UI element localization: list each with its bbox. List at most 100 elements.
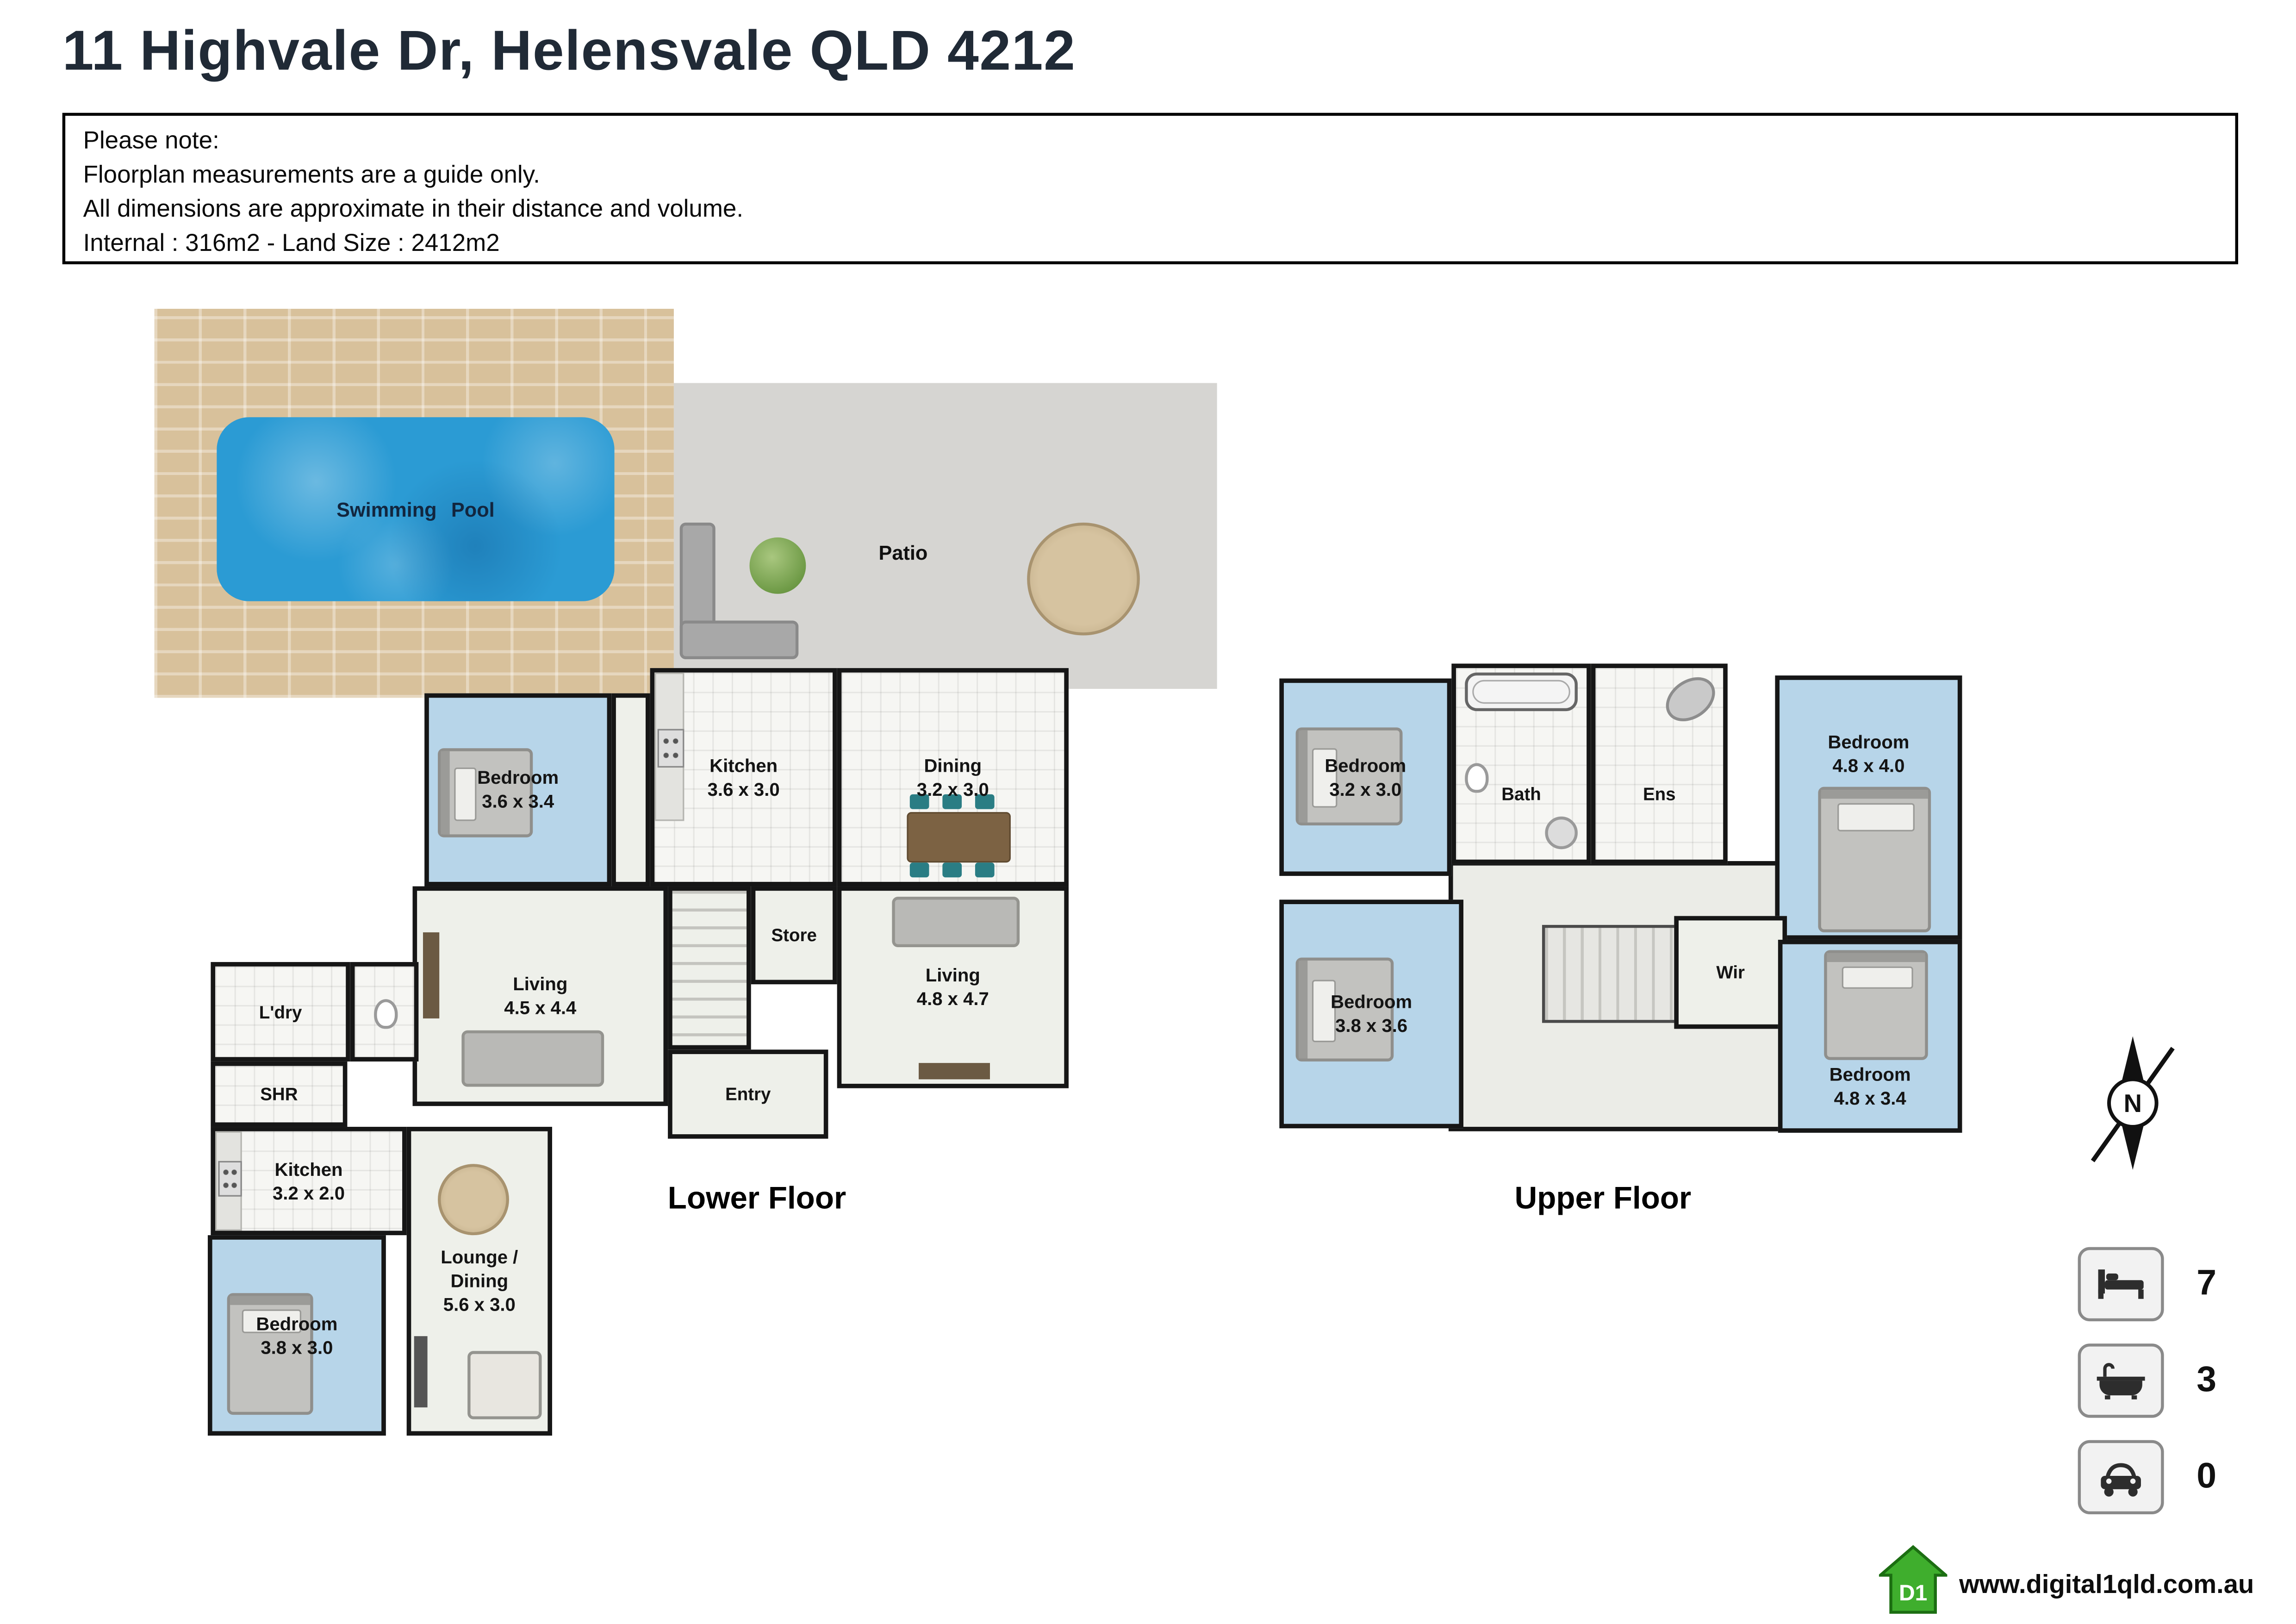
website-url: www.digital1qld.com.au (1959, 1569, 2254, 1599)
upper-bedroom-4: Bedroom 4.8 x 3.4 (1778, 939, 1962, 1133)
dining-table-icon (907, 812, 1011, 863)
bed-icon (1295, 727, 1403, 826)
room-dims: 4.5 x 4.4 (504, 998, 577, 1018)
stove-icon (657, 729, 684, 768)
room-name: Dining (450, 1271, 509, 1292)
chair-icon (942, 862, 962, 878)
bed-icon (1295, 957, 1394, 1062)
room-dims: 3.6 x 3.0 (707, 779, 780, 800)
upper-bedroom-3: Bedroom 3.8 x 3.6 (1279, 899, 1464, 1129)
note-line-2: Floorplan measurements are a guide only. (83, 162, 540, 189)
note-line-3: All dimensions are approximate in their … (83, 196, 744, 223)
upper-bath: Bath (1451, 663, 1591, 864)
cars-summary (2078, 1440, 2164, 1515)
lower-store: Store (751, 886, 837, 985)
room-name: Kitchen (274, 1158, 343, 1180)
room-name: Dining (924, 755, 982, 776)
room-name: Bedroom (1828, 732, 1910, 753)
lower-bedroom-1: Bedroom 3.6 x 3.4 (424, 693, 612, 887)
room-dims: 4.8 x 3.4 (1834, 1088, 1906, 1109)
room-dims: 3.8 x 3.0 (261, 1337, 333, 1358)
room-dims: 3.8 x 3.6 (1335, 1015, 1408, 1037)
room-name: Bedroom (256, 1313, 338, 1334)
lower-bedroom-2: Bedroom 3.8 x 3.0 (207, 1235, 386, 1436)
tv-unit-icon (423, 932, 440, 1018)
room-name: Living (513, 974, 568, 995)
bed-count-icon (2098, 1269, 2144, 1299)
lower-living-2: Living 4.8 x 4.7 (837, 886, 1069, 1088)
tv-unit-icon (414, 1336, 428, 1408)
compass-north-label: N (2124, 1089, 2142, 1118)
lower-floor-caption: Lower Floor (667, 1181, 846, 1216)
chair-icon (909, 862, 929, 878)
digital1-logo: D1 (1876, 1544, 1950, 1623)
bath-count-icon (2097, 1363, 2145, 1399)
upper-bedroom-2: Bedroom 4.8 x 4.0 (1775, 675, 1962, 940)
lower-entry: Entry (668, 1049, 828, 1139)
bed-icon (1818, 787, 1931, 932)
note-line-1: Please note: (83, 127, 219, 155)
stairs-icon (1542, 924, 1682, 1023)
bathrooms-summary (2078, 1343, 2164, 1418)
plant-icon (749, 537, 806, 594)
room-dims: 3.2 x 3.0 (916, 779, 989, 800)
bathrooms-count: 3 (2196, 1360, 2217, 1400)
room-name: Entry (725, 1084, 771, 1105)
lower-living-1: Living 4.5 x 4.4 (412, 886, 668, 1106)
lower-kitchen-2: Kitchen 3.2 x 2.0 (211, 1127, 407, 1236)
room-name: Kitchen (709, 755, 778, 776)
room-name: Wir (1716, 962, 1745, 983)
room-name: Lounge / (441, 1247, 518, 1268)
round-table-icon (438, 1164, 509, 1236)
lower-shower: SHR (211, 1061, 348, 1127)
patio-label: Patio (878, 542, 928, 564)
compass-needle-icon: N (2091, 1036, 2175, 1170)
logo-text: D1 (1899, 1580, 1927, 1605)
lower-laundry: L'dry (211, 962, 350, 1062)
bed-icon (227, 1293, 313, 1415)
lower-lounge-dining: Lounge / Dining 5.6 x 3.0 (406, 1127, 552, 1436)
house-logo-icon: D1 (1876, 1545, 1950, 1614)
room-name: Bedroom (477, 767, 559, 788)
note-line-4: Internal : 316m2 - Land Size : 2412m2 (83, 230, 500, 257)
room-name: Living (925, 965, 980, 986)
room-name: Bedroom (1331, 992, 1412, 1013)
lower-hall (611, 693, 650, 887)
bed-icon (438, 748, 533, 837)
upper-ens: Ens (1591, 663, 1728, 864)
stove-icon (218, 1161, 242, 1197)
toilet-icon (1465, 763, 1489, 793)
room-name: SHR (260, 1084, 298, 1105)
lower-wc (350, 962, 419, 1062)
room-dims: 4.8 x 4.0 (1832, 756, 1905, 777)
room-name: Bedroom (1325, 755, 1406, 776)
upper-floor-caption: Upper Floor (1514, 1181, 1692, 1216)
pool-label: Swimming Pool (336, 498, 495, 521)
bedrooms-summary (2078, 1247, 2164, 1322)
cars-count: 0 (2196, 1456, 2217, 1497)
chair-icon (942, 794, 962, 809)
room-dims: 3.2 x 2.0 (273, 1182, 345, 1204)
chair-icon (975, 862, 995, 878)
outdoor-couch-icon (679, 620, 799, 659)
room-dims: 5.6 x 3.0 (443, 1294, 516, 1316)
upper-wir: Wir (1674, 916, 1787, 1029)
sofa-icon (892, 896, 1020, 948)
room-name: Store (771, 924, 817, 946)
sofa-icon (461, 1030, 604, 1087)
swimming-pool: Swimming Pool (217, 417, 615, 601)
vanity-icon (1545, 816, 1578, 849)
disclaimer-note: Please note: Floorplan measurements are … (62, 112, 2239, 264)
car-count-icon (2101, 1463, 2141, 1497)
room-name: Bath (1501, 784, 1541, 805)
room-name: L'dry (259, 1001, 302, 1022)
toilet-icon (374, 999, 398, 1029)
lower-dining: Dining 3.2 x 3.0 (837, 668, 1069, 887)
room-name: Ens (1643, 784, 1676, 805)
lower-stairs (668, 886, 751, 1050)
bed-icon (1824, 950, 1928, 1060)
chair-icon (909, 794, 929, 809)
room-name: Bedroom (1829, 1064, 1911, 1086)
